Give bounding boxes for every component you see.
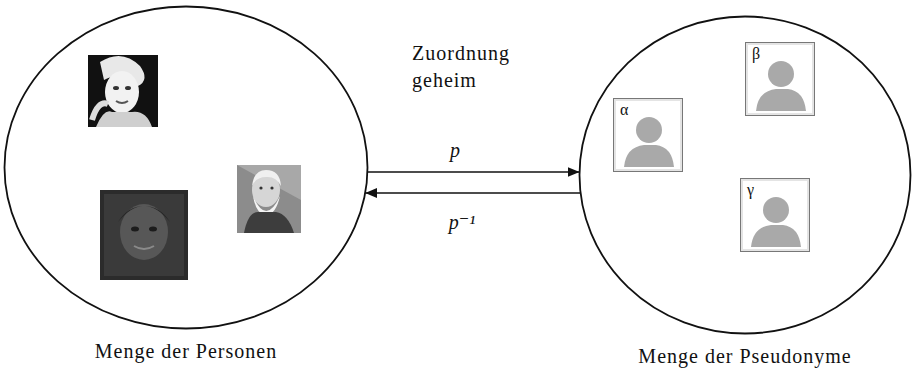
pseudonym-card: β xyxy=(745,42,815,116)
ellipse-border xyxy=(5,7,368,329)
mapping-arrow xyxy=(365,192,580,194)
mapping-arrow xyxy=(367,171,579,173)
pseudonym-letter: β xyxy=(752,45,760,63)
pseudonym-card: α xyxy=(613,98,683,172)
person-silhouette xyxy=(624,117,674,167)
annotation-text: Zuordnung geheim xyxy=(412,40,524,94)
set-caption: Menge der Personen xyxy=(0,340,389,363)
person-photo xyxy=(88,55,158,127)
mapping-label: p⁻¹ xyxy=(446,210,479,234)
ellipse-border xyxy=(580,17,911,334)
pseudonym-letter: γ xyxy=(747,181,754,199)
mapping-label: p xyxy=(447,139,463,162)
person-silhouette xyxy=(756,61,806,111)
set-ellipse: Menge der Personen xyxy=(3,5,369,330)
set-caption: Menge der Pseudonyme xyxy=(558,345,918,368)
pseudonym-letter: α xyxy=(620,101,628,119)
person-photo xyxy=(100,190,188,280)
set-ellipse: αβγMenge der Pseudonyme xyxy=(578,15,912,335)
person-photo xyxy=(237,165,301,233)
person-silhouette xyxy=(751,197,801,247)
pseudonym-card: γ xyxy=(740,178,810,252)
ellipse-outline xyxy=(3,5,369,330)
